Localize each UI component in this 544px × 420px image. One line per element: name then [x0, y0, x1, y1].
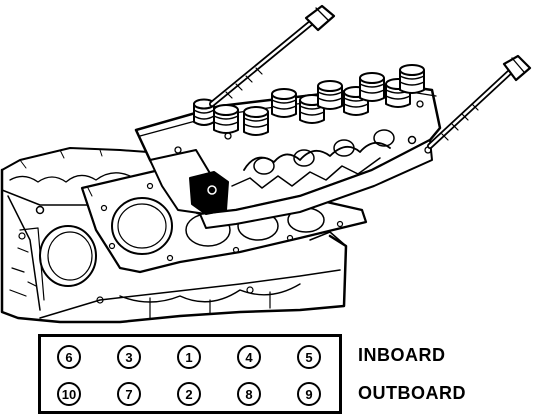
bolt-sequence-box: 6 3 1 4 5 10 7 2 8 9	[38, 334, 342, 414]
bolt-sequence-number: 4	[237, 345, 261, 369]
head-bolt-left	[209, 4, 336, 107]
valve-spring	[317, 80, 343, 110]
bolt-sequence-number: 6	[57, 345, 81, 369]
bolt-sequence-number: 5	[297, 345, 321, 369]
bolt-sequence-number: 9	[297, 382, 321, 406]
bolt-sequence-number: 1	[177, 345, 201, 369]
valve-springs	[193, 64, 425, 136]
bolt-sequence-number: 8	[237, 382, 261, 406]
valve-spring	[243, 106, 269, 136]
outboard-label: OUTBOARD	[358, 383, 466, 403]
bolt-sequence-number: 10	[57, 382, 81, 406]
bolt-sequence-number: 3	[117, 345, 141, 369]
valve-spring	[271, 88, 297, 118]
valve-spring	[193, 98, 215, 126]
engine-block	[0, 147, 348, 324]
valve-spring	[213, 104, 239, 134]
valve-spring	[399, 64, 425, 94]
head-bolt-right	[427, 54, 532, 149]
bolt-sequence-number: 2	[177, 382, 201, 406]
valve-spring	[359, 72, 385, 102]
inboard-label: INBOARD	[358, 345, 446, 365]
bolt-sequence-number: 7	[117, 382, 141, 406]
